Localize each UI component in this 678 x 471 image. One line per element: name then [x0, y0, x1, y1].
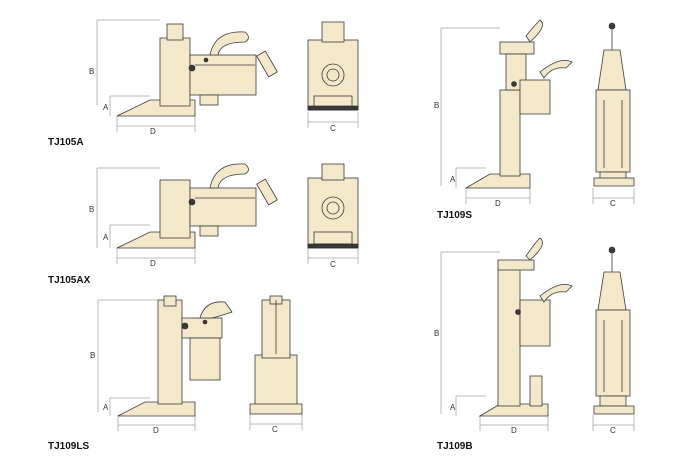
tj105a-label: TJ105A [48, 137, 84, 148]
tj105a-side-view: B A D [89, 19, 278, 136]
tj109b-dim-a: A [450, 403, 456, 412]
tj109b-dim-d: D [511, 426, 517, 435]
tj105ax-side-view: B A D [89, 163, 278, 268]
tj105a-front-view: C [307, 21, 359, 133]
tj105ax-label: TJ105AX [48, 275, 91, 286]
tj109s-dim-b: B [434, 101, 439, 110]
tj109s-dim-c: C [610, 199, 616, 208]
tj109ls-dim-d: D [153, 426, 159, 435]
tj109ls-dim-c: C [272, 425, 278, 434]
tj105ax-dim-a: A [103, 233, 109, 242]
tj109b-side-view: B A D [434, 237, 573, 435]
tj109ls-label: TJ109LS [48, 441, 90, 452]
tj109b-front-view: C [592, 246, 635, 435]
tj105ax-dim-c: C [330, 260, 336, 269]
tj109s-front-view: C [592, 22, 635, 208]
tj109ls-dim-a: A [103, 403, 109, 412]
tj109ls-side-view: B A D [90, 295, 233, 435]
tj105ax-dim-b: B [89, 205, 94, 214]
tj109s-dim-a: A [450, 175, 456, 184]
tj109b-dim-c: C [610, 426, 616, 435]
tj109s-label: TJ109S [437, 210, 473, 221]
tj105a-dim-a: A [103, 103, 109, 112]
tj109s-dim-d: D [495, 199, 501, 208]
tj105a-dim-d: D [150, 127, 156, 136]
tj105a-dim-b: B [89, 67, 94, 76]
tj105ax-front-view: C [307, 163, 359, 269]
tj109b-label: TJ109B [437, 441, 473, 452]
tj105ax-dim-d: D [150, 259, 156, 268]
tj109ls-front-view: C [249, 295, 303, 434]
tj105a-dim-c: C [330, 124, 336, 133]
tj109ls-dim-b: B [90, 351, 95, 360]
tj109s-side-view: B A D [434, 19, 573, 208]
tj109b-dim-b: B [434, 329, 439, 338]
